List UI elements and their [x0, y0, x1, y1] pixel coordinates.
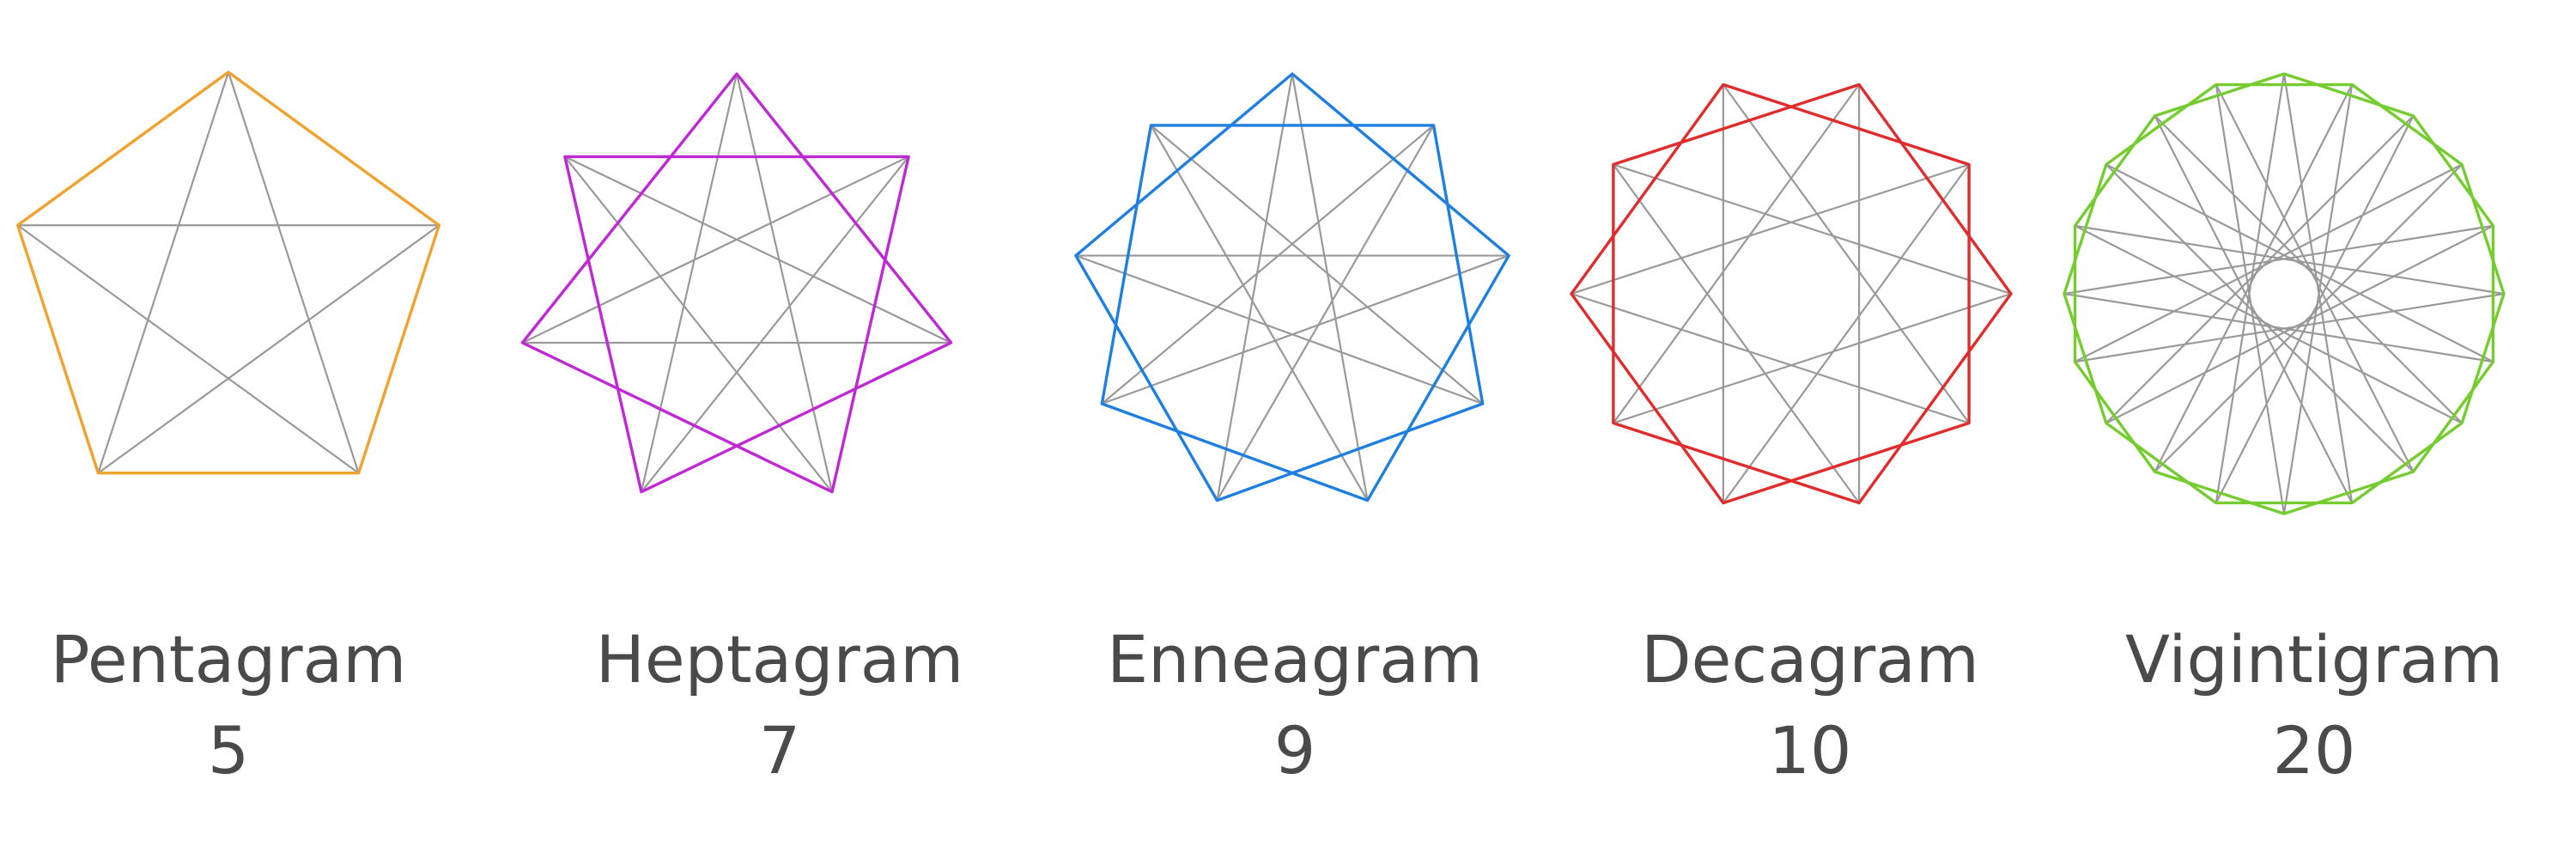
- chord-line: [2282, 84, 2354, 515]
- chord-line: [2105, 163, 2415, 472]
- chord-line: [2215, 115, 2415, 503]
- outline-polygon: [2073, 72, 2495, 515]
- chord-line: [2154, 84, 2354, 472]
- chord-line: [641, 155, 910, 493]
- label-pentagram-name: Pentagram: [50, 621, 407, 698]
- label-enneagram-name: Enneagram: [1107, 621, 1483, 698]
- chord-line: [521, 155, 909, 344]
- chord-line: [1722, 163, 1971, 504]
- chord-line: [97, 71, 230, 474]
- chord-line: [2105, 224, 2494, 424]
- chord-line: [2282, 73, 2354, 503]
- chord-line: [1150, 125, 1369, 502]
- chord-line: [97, 224, 440, 474]
- chord-line: [1101, 125, 1435, 405]
- label-vigintigram-count: 20: [2272, 712, 2356, 789]
- chord-line: [2063, 292, 2494, 363]
- chord-line: [2154, 115, 2354, 503]
- chord-line: [2215, 84, 2286, 515]
- star-pentagram: [15, 70, 441, 475]
- label-vigintigram-name: Vigintigram: [2125, 621, 2503, 698]
- chord-line: [227, 71, 360, 474]
- chord-line: [2215, 73, 2286, 503]
- label-decagram-count: 10: [1768, 712, 1852, 789]
- outline-polygon: [520, 72, 953, 494]
- chord-line: [1571, 292, 1970, 424]
- chord-line: [1722, 83, 1971, 424]
- chord-line: [1075, 254, 1484, 405]
- chord-line: [16, 224, 360, 474]
- chord-line: [640, 73, 738, 492]
- outline-polygon: [1570, 82, 1971, 505]
- chord-line: [2154, 115, 2463, 424]
- label-decagram-name: Decagram: [1641, 621, 1979, 698]
- chord-line: [1101, 254, 1510, 405]
- star-enneagram: [1074, 72, 1510, 503]
- chord-line: [735, 73, 834, 492]
- outline-polygon: [1074, 72, 1510, 503]
- outline-polygon: [2063, 82, 2506, 505]
- label-enneagram-count: 9: [1273, 712, 1316, 789]
- star-decagram: [1570, 82, 2013, 505]
- chord-line: [2215, 84, 2415, 472]
- chord-line: [1150, 125, 1484, 405]
- chord-line: [2075, 224, 2463, 424]
- chord-line: [1216, 125, 1435, 502]
- star-heptagram: [520, 72, 953, 494]
- chord-line: [1571, 163, 1970, 296]
- chord-line: [1613, 292, 2012, 424]
- chord-line: [2075, 224, 2505, 296]
- chord-line: [1216, 73, 1294, 501]
- chord-line: [2154, 163, 2463, 472]
- chord-line: [2105, 163, 2494, 363]
- chord-line: [2075, 292, 2505, 363]
- chord-line: [563, 155, 833, 493]
- star-vigintigram: [2063, 72, 2506, 515]
- chord-line: [2063, 224, 2494, 296]
- label-heptagram-count: 7: [758, 712, 801, 789]
- chord-line: [2105, 115, 2415, 424]
- chord-line: [1613, 163, 2012, 296]
- chord-line: [1613, 163, 1861, 504]
- chord-line: [564, 155, 952, 344]
- label-heptagram-name: Heptagram: [595, 621, 964, 698]
- outline-polygon: [1612, 82, 2013, 505]
- outline-polygon: [15, 70, 441, 475]
- chord-line: [2075, 163, 2463, 363]
- label-pentagram-count: 5: [207, 712, 250, 789]
- chord-line: [1291, 73, 1369, 501]
- chord-line: [1613, 83, 1861, 424]
